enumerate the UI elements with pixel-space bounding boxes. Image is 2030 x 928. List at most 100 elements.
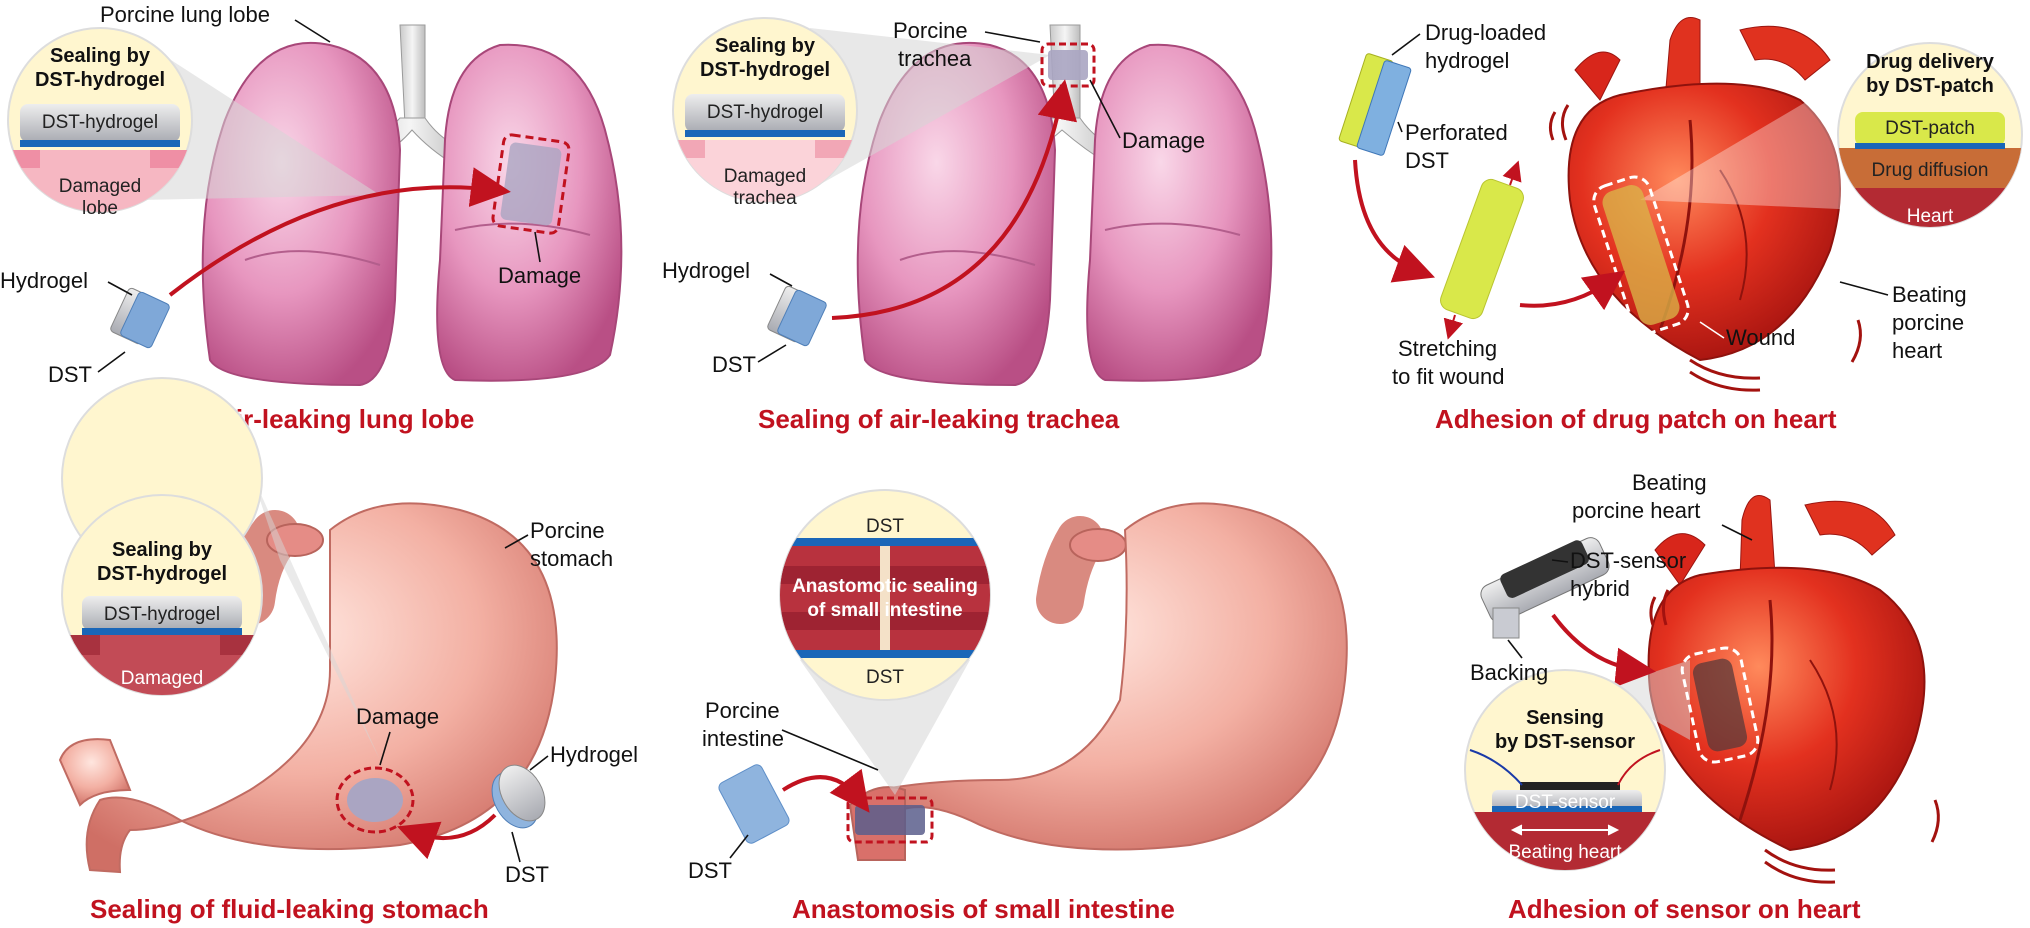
layer-label: DST-hydrogel bbox=[707, 102, 823, 123]
hydrogel-label: Hydrogel bbox=[0, 268, 88, 293]
caption: Adhesion of sensor on heart bbox=[1508, 894, 1861, 924]
diffusion-label: Drug diffusion bbox=[1872, 160, 1989, 181]
inset-title-line2: DST-hydrogel bbox=[700, 59, 830, 81]
organ-label-line2: stomach bbox=[530, 546, 613, 571]
beating-label-line2: porcine bbox=[1892, 310, 1964, 335]
panel-lung-lobe: Sealing by DST-hydrogel DST-hydrogel Dam… bbox=[0, 2, 623, 434]
inset-intestine: DST Anastomotic sealing of small intesti… bbox=[779, 489, 991, 701]
magnify-cone bbox=[250, 470, 380, 760]
magnify-cone bbox=[1600, 660, 1690, 740]
tissue-label: Heart bbox=[1907, 206, 1954, 227]
tissue-label-line1: Damaged bbox=[724, 166, 806, 187]
damage-label: Damage bbox=[1122, 128, 1205, 153]
layer-label: DST-hydrogel bbox=[42, 112, 158, 133]
dst-label: DST bbox=[505, 862, 549, 887]
panel-intestine: DST Anastomotic sealing of small intesti… bbox=[688, 489, 1348, 924]
layer-label: DST-hydrogel bbox=[104, 604, 220, 625]
apply-arrow bbox=[1551, 613, 1656, 688]
inset-title-line1: Sealing by bbox=[112, 539, 213, 561]
damage-label: Damage bbox=[498, 263, 581, 288]
caption: Sealing of air-leaking trachea bbox=[758, 404, 1120, 434]
dst-label: DST bbox=[48, 362, 92, 387]
wrapped-dst-band bbox=[846, 796, 934, 844]
magnify-cone bbox=[140, 40, 380, 200]
transfer-arrow bbox=[168, 167, 511, 297]
panel-heart-patch: Drug delivery by DST-patch DST-patch Dru… bbox=[1338, 17, 2023, 434]
magnify-cone bbox=[1640, 70, 1860, 210]
backing-label: Backing bbox=[1470, 660, 1548, 685]
inset-title-line2: by DST-patch bbox=[1866, 75, 1994, 97]
drug-label-line1: Drug-loaded bbox=[1425, 20, 1546, 45]
caption: Sealing of fluid-leaking stomach bbox=[90, 894, 489, 924]
beating-label-line1: Beating bbox=[1632, 470, 1707, 495]
inset-title-line2: by DST-sensor bbox=[1495, 731, 1635, 753]
patch-on-wound bbox=[1592, 175, 1690, 335]
tissue-label-line2: lobe bbox=[82, 198, 118, 219]
tissue-label-line2: trachea bbox=[733, 188, 797, 209]
layer-label: DST-patch bbox=[1885, 118, 1975, 139]
inset-title-line1: Sensing bbox=[1526, 707, 1604, 729]
hybrid-label-line1: DST-sensor bbox=[1570, 548, 1686, 573]
inset-heart-sensor: Sensing by DST-sensor DST-sensor Beating… bbox=[1464, 669, 1666, 871]
organ-label-line1: Porcine bbox=[530, 518, 605, 543]
beating-label-line1: Beating bbox=[1892, 282, 1967, 307]
transfer-arrow bbox=[397, 813, 497, 860]
damage-region bbox=[1040, 42, 1096, 88]
panel-heart-sensor: Sensing by DST-sensor DST-sensor Beating… bbox=[1464, 470, 1940, 924]
inset-title-line1: Drug delivery bbox=[1866, 51, 1995, 73]
caption: Anastomosis of small intestine bbox=[792, 894, 1175, 924]
organ-label-line2: trachea bbox=[898, 46, 972, 71]
inset-stomach-detail: Sealing by DST-hydrogel DST-hydrogel Dam… bbox=[61, 494, 263, 713]
transfer-arrow bbox=[831, 79, 1078, 320]
tissue-label: Beating heart bbox=[1508, 842, 1622, 863]
inset-heart-patch: Drug delivery by DST-patch DST-patch Dru… bbox=[1837, 42, 2023, 228]
layer-label: DST-sensor bbox=[1515, 792, 1616, 813]
inset-lung: Sealing by DST-hydrogel DST-hydrogel Dam… bbox=[7, 27, 193, 219]
tissue-label-line2: stomach bbox=[126, 692, 198, 713]
beating-label-line3: heart bbox=[1892, 338, 1942, 363]
wound-label: Wound bbox=[1726, 325, 1795, 350]
dst-strip bbox=[718, 764, 790, 844]
wrap-arrow bbox=[781, 768, 870, 813]
caption: Adhesion of drug patch on heart bbox=[1435, 404, 1837, 434]
seal-label-line1: Anastomotic sealing bbox=[792, 576, 978, 597]
magnify-cone bbox=[800, 660, 970, 795]
organ-label-line1: Porcine bbox=[893, 18, 968, 43]
hydrogel-dst-piece bbox=[767, 285, 827, 347]
dst-bottom-label: DST bbox=[866, 667, 904, 688]
organ-label: Porcine lung lobe bbox=[100, 2, 270, 27]
tissue-label-line1: Damaged bbox=[59, 176, 141, 197]
sensor-on-heart bbox=[1680, 646, 1760, 764]
hydrogel-label: Hydrogel bbox=[550, 742, 638, 767]
dst-label: DST bbox=[688, 858, 732, 883]
hybrid-label-line2: hybrid bbox=[1570, 576, 1630, 601]
drug-label-line2: hydrogel bbox=[1425, 48, 1509, 73]
beating-label-line2: porcine heart bbox=[1572, 498, 1700, 523]
damage-region bbox=[335, 766, 415, 834]
damage-label: Damage bbox=[356, 704, 439, 729]
beating-motion-marks bbox=[1548, 104, 1862, 392]
seal-label-line2: of small intestine bbox=[807, 600, 962, 621]
perforated-label-line1: Perforated bbox=[1405, 120, 1508, 145]
organ-label-line1: Porcine bbox=[705, 698, 780, 723]
stretched-patch bbox=[1440, 160, 1524, 340]
magnify-cone bbox=[810, 28, 1050, 190]
inset-title-line1: Sealing by bbox=[50, 45, 151, 67]
inset-title-line1: Sealing by bbox=[715, 35, 816, 57]
stretch-label-line2: to fit wound bbox=[1392, 364, 1505, 389]
sensor-hybrid-device bbox=[1480, 537, 1610, 639]
panel-trachea: Sealing by DST-hydrogel DST-hydrogel Dam… bbox=[662, 17, 1273, 434]
inset-title-line2: DST-hydrogel bbox=[97, 563, 227, 585]
drug-loaded-dst-stack bbox=[1338, 53, 1412, 156]
inset-title-line2: DST-hydrogel bbox=[35, 69, 165, 91]
stretch-label-line1: Stretching bbox=[1398, 336, 1497, 361]
hydrogel-label: Hydrogel bbox=[662, 258, 750, 283]
beating-motion-marks bbox=[1649, 589, 1940, 884]
hydrogel-dst-disc bbox=[491, 764, 546, 829]
heart-illustration bbox=[1647, 495, 1926, 852]
tissue-label-line1: Damaged bbox=[121, 668, 203, 689]
stretch-arrow bbox=[1353, 159, 1436, 283]
dst-top-label: DST bbox=[866, 516, 904, 537]
lung-illustration bbox=[201, 24, 623, 387]
